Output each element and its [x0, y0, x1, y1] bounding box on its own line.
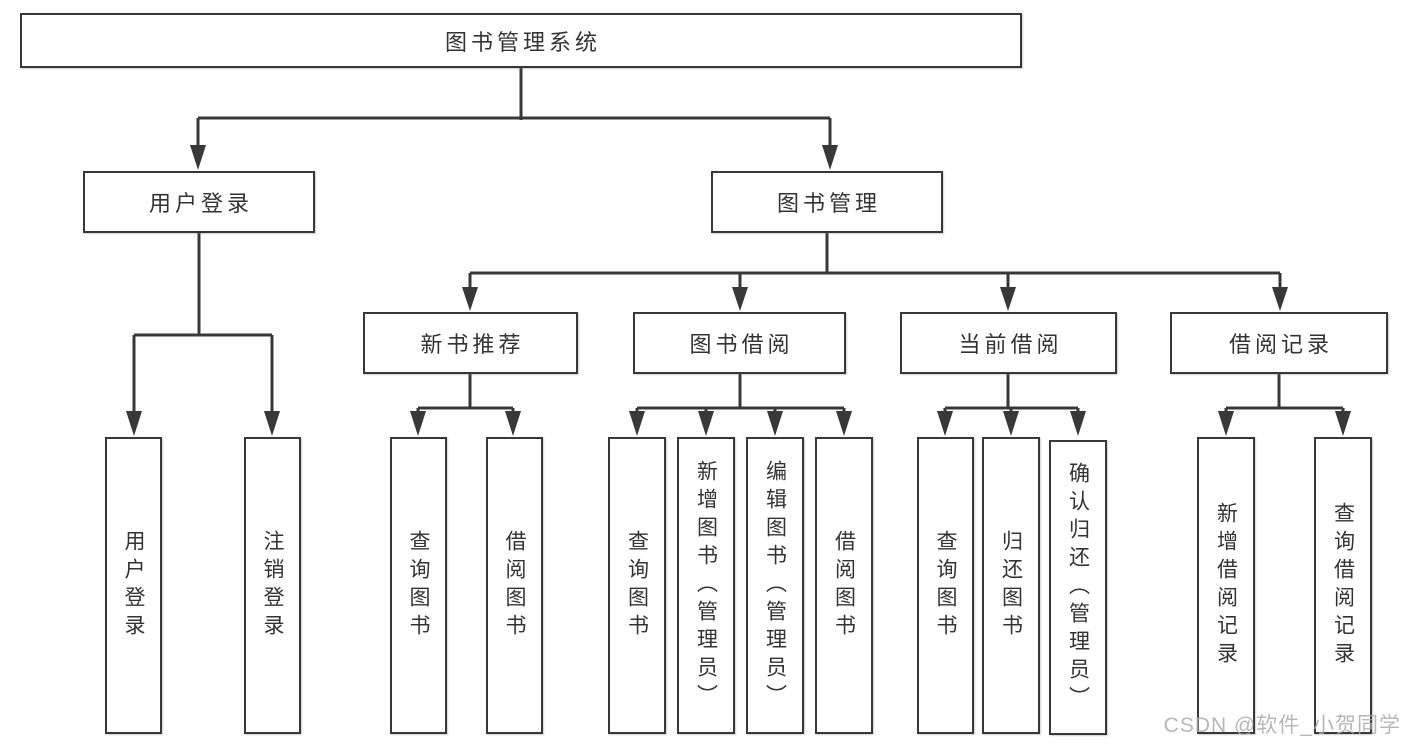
leaf-query-borrow-record: 查询借阅记录	[1314, 437, 1372, 734]
leaf-query-books-current: 查询图书	[917, 437, 974, 734]
node-user-login: 用户登录	[83, 171, 315, 233]
arrowhead	[822, 145, 838, 170]
node-new-book-recommend: 新书推荐	[363, 312, 578, 374]
arrowhead	[937, 411, 953, 436]
arrowhead	[410, 411, 426, 436]
arrowhead	[190, 145, 206, 170]
leaf-logout: 注销登录	[244, 437, 301, 734]
arrowhead	[1272, 287, 1288, 311]
node-book-management: 图书管理	[711, 171, 943, 233]
leaf-user-login: 用户登录	[105, 437, 162, 734]
leaf-confirm-return-admin: 确认归还（管理员）	[1049, 440, 1107, 735]
arrowhead	[505, 411, 521, 436]
arrowhead	[126, 411, 142, 436]
leaf-query-books-recommend: 查询图书	[390, 437, 447, 734]
leaf-query-books-borrow: 查询图书	[608, 437, 666, 734]
arrowhead	[1000, 287, 1016, 311]
arrowhead	[1335, 411, 1351, 436]
leaf-borrow-books-recommend: 借阅图书	[486, 437, 543, 734]
arrowhead	[732, 287, 748, 311]
arrowhead	[1003, 411, 1019, 436]
arrowhead	[1070, 411, 1086, 436]
arrowhead	[462, 287, 478, 311]
arrowhead	[264, 411, 280, 436]
arrowhead	[767, 411, 783, 436]
csdn-watermark: CSDN @软件_小贺同学	[1163, 714, 1401, 737]
node-library-management-system: 图书管理系统	[20, 13, 1022, 68]
leaf-edit-book-admin: 编辑图书（管理员）	[746, 437, 804, 734]
arrowhead	[698, 411, 714, 436]
node-current-borrow: 当前借阅	[900, 312, 1117, 374]
node-borrow-records: 借阅记录	[1170, 312, 1388, 374]
leaf-add-borrow-record: 新增借阅记录	[1197, 437, 1255, 734]
arrowhead	[629, 411, 645, 436]
leaf-return-books: 归还图书	[982, 437, 1040, 734]
leaf-add-book-admin: 新增图书（管理员）	[677, 437, 735, 734]
leaf-borrow-books-borrow: 借阅图书	[815, 437, 873, 734]
node-book-borrow: 图书借阅	[633, 312, 846, 374]
arrowhead	[1218, 411, 1234, 436]
arrowhead	[836, 411, 852, 436]
